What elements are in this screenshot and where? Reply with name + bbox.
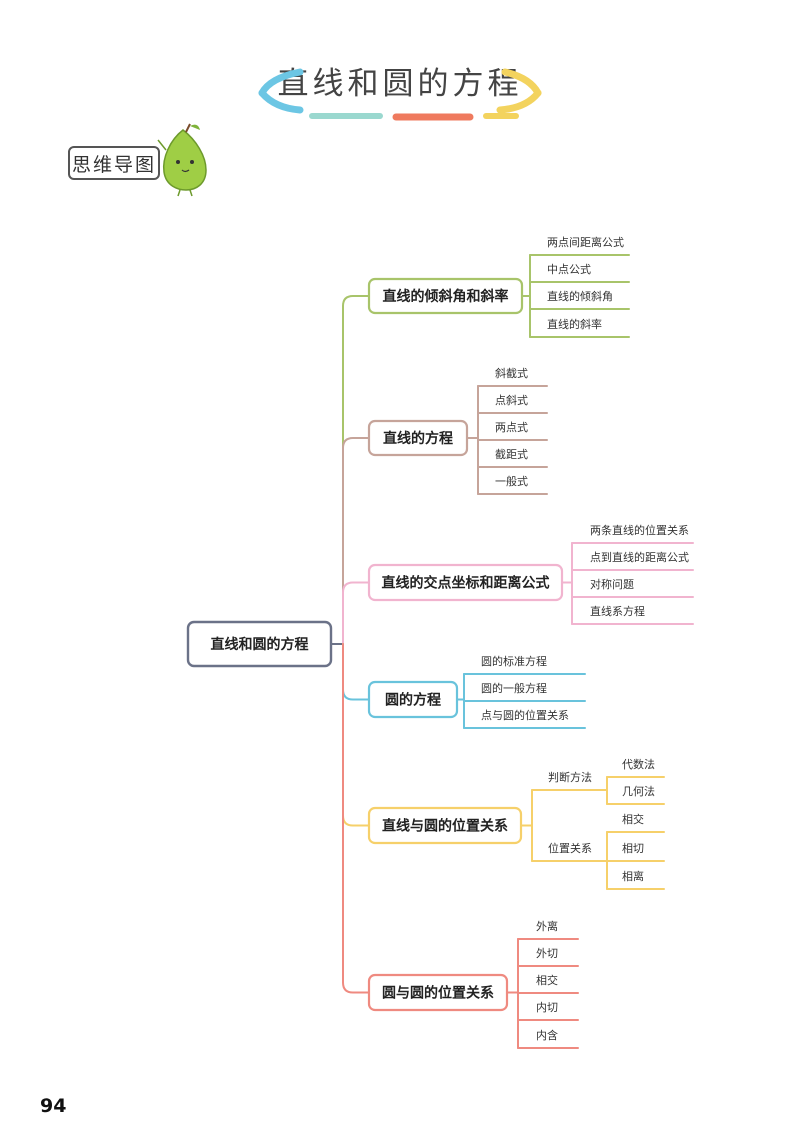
leaf-3-1: 两条直线的位置关系 — [590, 523, 689, 537]
group-leaf-1-1: 代数法 — [622, 757, 655, 771]
leaf-6-1: 外离 — [536, 919, 558, 933]
leaf-3-4: 直线系方程 — [590, 604, 645, 618]
branch-connector-2 — [342, 437, 369, 449]
leaf-3-2: 点到直线的距离公式 — [590, 550, 689, 564]
branch-connector-3 — [342, 581, 369, 593]
group-label-1: 判断方法 — [548, 770, 592, 784]
leaf-1-2: 中点公式 — [547, 263, 591, 276]
title-arc-right-bottom — [496, 89, 542, 114]
group-leaf-2-1: 相交 — [622, 812, 644, 826]
title-arc-right — [501, 68, 542, 97]
branch-node-3: 直线的交点坐标和距离公式 — [367, 563, 564, 602]
branch-node-5-box — [367, 806, 523, 845]
leaf-2-1: 斜截式 — [495, 366, 528, 380]
branch-node-1-label: 直线的倾斜角和斜率 — [383, 288, 509, 305]
branch-node-5: 直线与圆的位置关系 — [367, 806, 523, 845]
root-node-box — [186, 620, 333, 668]
branch-node-6-label: 圆与圆的位置关系 — [382, 985, 494, 1002]
branch-node-4-box — [367, 680, 459, 719]
leaf-1-4: 直线的斜率 — [547, 317, 602, 331]
branch-node-6-box — [367, 973, 509, 1012]
leaf-2-2: 点斜式 — [495, 394, 528, 407]
branch-node-1-box — [367, 277, 524, 315]
root-node: 直线和圆的方程 — [186, 620, 333, 668]
branch-connector-5 — [342, 815, 369, 827]
branch-node-3-box — [367, 563, 564, 602]
branch-node-2-label: 直线的方程 — [383, 430, 453, 447]
leaf-4-3: 点与圆的位置关系 — [481, 708, 569, 722]
group-leaf-2-2: 相切 — [622, 842, 644, 855]
leaf-6-3: 相交 — [536, 973, 558, 987]
page-title: 直线和圆的方程 — [277, 66, 523, 102]
leaf-6-5: 内含 — [536, 1028, 558, 1042]
title-arc-left — [258, 68, 304, 97]
branch-node-2-box — [367, 419, 469, 457]
root-node-label: 直线和圆的方程 — [211, 636, 309, 653]
branch-connector-6 — [342, 982, 369, 994]
title-decoration — [258, 68, 542, 121]
pear-mascot-icon — [157, 123, 207, 197]
leaf-1-3: 直线的倾斜角 — [547, 289, 613, 303]
leaf-4-2: 圆的一般方程 — [481, 681, 547, 695]
leaf-1-1: 两点间距离公式 — [547, 235, 624, 249]
mind-map-badge: 思维导图 — [68, 146, 160, 180]
leaf-6-4: 内切 — [536, 1000, 558, 1014]
branch-connector-4 — [342, 689, 369, 701]
branch-node-4: 圆的方程 — [367, 680, 459, 719]
connectors — [330, 254, 694, 1049]
leaf-6-2: 外切 — [536, 947, 558, 960]
leaf-2-3: 两点式 — [495, 421, 528, 434]
branch-node-6: 圆与圆的位置关系 — [367, 973, 509, 1012]
group-leaf-2-3: 相离 — [622, 869, 644, 883]
leaf-3-3: 对称问题 — [590, 577, 634, 591]
leaf-2-4: 截距式 — [495, 447, 528, 461]
branch-node-5-label: 直线与圆的位置关系 — [382, 818, 508, 835]
leaf-4-1: 圆的标准方程 — [481, 654, 547, 668]
page-number: 94 — [40, 1095, 67, 1117]
group-label-2: 位置关系 — [548, 841, 592, 855]
branch-node-1: 直线的倾斜角和斜率 — [367, 277, 524, 315]
group-leaf-1-2: 几何法 — [622, 784, 655, 798]
branch-node-3-label: 直线的交点坐标和距离公式 — [382, 575, 550, 592]
branch-node-4-label: 圆的方程 — [385, 692, 441, 709]
branch-connector-1 — [342, 295, 369, 307]
title-arc-left-bottom — [258, 89, 304, 114]
leaf-2-5: 一般式 — [495, 475, 528, 488]
nodes: 直线和圆的方程 直线的倾斜角和斜率 两点间距离公式中点公式直线的倾斜角直线的斜率直线… — [186, 235, 689, 1042]
branch-node-2: 直线的方程 — [367, 419, 469, 457]
